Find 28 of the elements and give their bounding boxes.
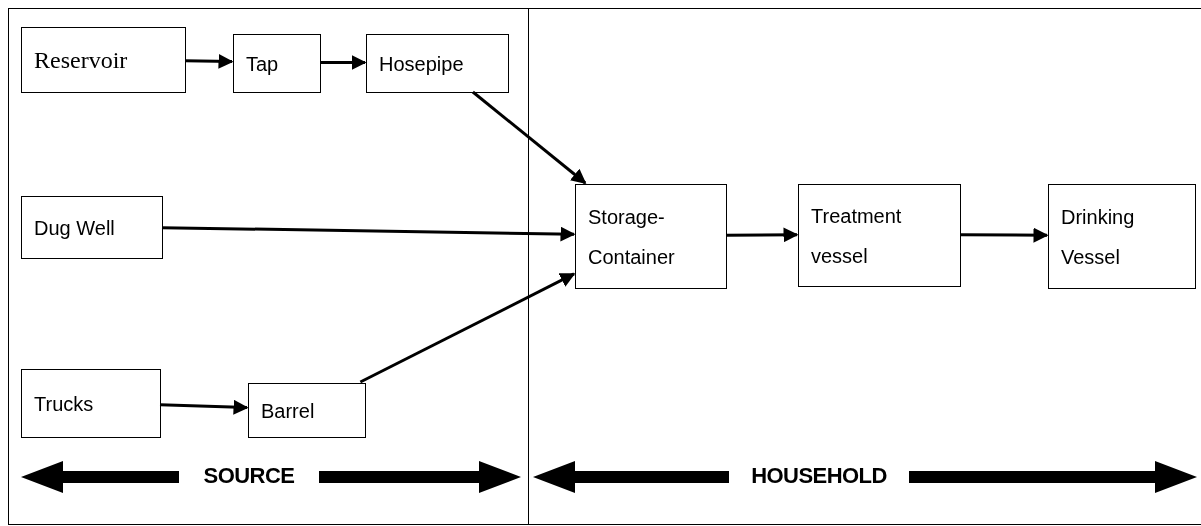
box-label: Drinking Vessel [1061,204,1136,270]
process-box [248,383,366,438]
arrow [184,53,234,69]
process-box [366,34,509,93]
box-label: Barrel [261,398,316,424]
box-label: Treatment vessel [811,203,903,269]
process-box [1048,184,1196,289]
arrow [726,227,799,243]
box-label: Dug Well [34,215,116,241]
region-panel [528,8,1201,525]
box-label: Tap [246,51,280,77]
arrow [320,55,367,70]
process-box [21,196,163,259]
arrow [159,399,249,415]
box-label: Hosepipe [379,51,465,77]
box-label: Reservoir [34,46,129,75]
box-label: Storage- Container [588,204,676,270]
arrow [471,90,587,185]
process-box [21,27,186,93]
arrow [960,227,1049,243]
arrow [359,272,576,384]
process-box [233,34,321,93]
region-panel [8,8,529,525]
process-box [798,184,961,287]
process-box [21,369,161,438]
process-box [575,184,727,289]
arrow [161,226,576,242]
box-label: Trucks [34,391,95,417]
